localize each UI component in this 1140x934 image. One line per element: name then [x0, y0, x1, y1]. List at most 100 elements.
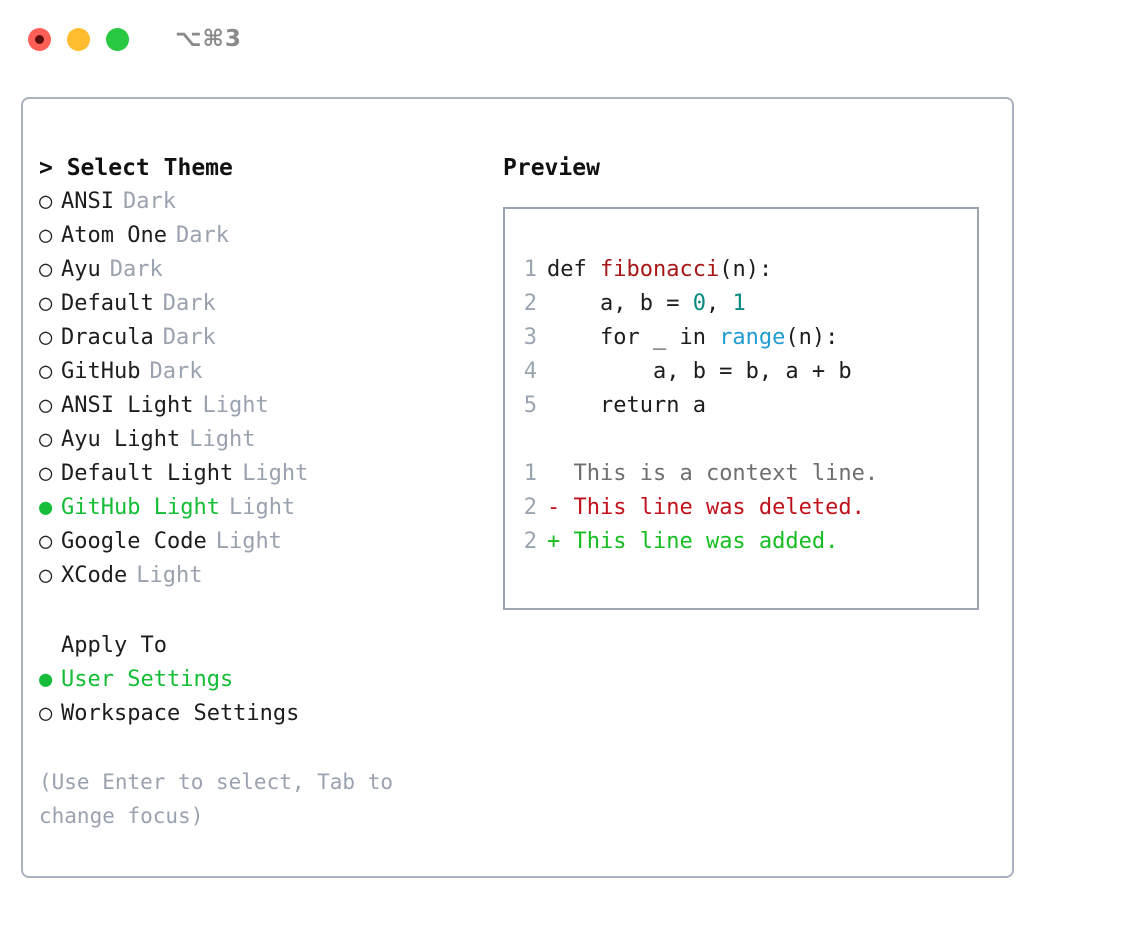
diff-text: This line was deleted. — [560, 495, 865, 520]
radio-unselected-icon[interactable]: ○ — [39, 563, 53, 588]
preview-title: Preview — [503, 155, 600, 181]
diff-text: This line was added. — [560, 529, 839, 554]
theme-name: Atom One — [61, 223, 167, 248]
radio-unselected-icon[interactable]: ○ — [39, 291, 53, 316]
theme-list-item[interactable]: ○ Ayu Light Light — [39, 423, 503, 457]
theme-list-item[interactable]: ○ Ayu Dark — [39, 253, 503, 287]
code-token: 0 — [692, 291, 706, 316]
apply-to-option[interactable]: ●User Settings — [39, 663, 503, 697]
radio-unselected-icon[interactable]: ○ — [39, 529, 53, 554]
line-number: 1 — [523, 257, 537, 282]
code-token: (n): — [785, 325, 839, 350]
theme-category-tag: Light — [228, 495, 296, 520]
radio-unselected-icon[interactable]: ○ — [39, 701, 53, 726]
radio-selected-icon[interactable]: ● — [39, 667, 53, 692]
code-line-content: a, b = 0, 1 — [547, 287, 746, 321]
code-token: range — [719, 325, 786, 350]
code-line-content: return a — [547, 389, 706, 423]
shortcut-label: ⌥⌘3 — [175, 26, 242, 52]
theme-list-item[interactable]: ○ XCode Light — [39, 559, 503, 593]
diff-listing: 1 This is a context line.2- This line wa… — [505, 457, 977, 559]
close-button-icon[interactable] — [28, 27, 51, 51]
title-bar: ⌥⌘3 — [0, 0, 1140, 78]
theme-category-tag: Dark — [109, 257, 163, 282]
code-token: 1 — [732, 291, 746, 316]
line-number: 2 — [523, 529, 537, 554]
radio-unselected-icon[interactable]: ○ — [39, 427, 53, 452]
theme-category-tag: Dark — [149, 359, 203, 384]
line-number: 2 — [523, 291, 537, 316]
code-line: 2 a, b = 0, 1 — [505, 287, 977, 321]
radio-selected-icon[interactable]: ● — [39, 495, 53, 520]
code-line: 3 for _ in range(n): — [505, 321, 977, 355]
theme-name: ANSI — [61, 189, 114, 214]
apply-to-list[interactable]: ●User Settings ○ Workspace Settings — [39, 663, 503, 731]
diff-sign: + — [547, 529, 561, 554]
theme-category-tag: Light — [242, 461, 309, 486]
apply-to-label: Workspace Settings — [61, 701, 300, 726]
theme-category-tag: Light — [215, 529, 282, 554]
code-line: 1 def fibonacci(n): — [505, 253, 977, 287]
theme-list-item[interactable]: ○ Default Light Light — [39, 457, 503, 491]
diff-line: 2 + This line was added. — [505, 525, 977, 559]
theme-name: GitHub Light — [61, 495, 220, 520]
code-line-content: def fibonacci(n): — [547, 253, 772, 287]
line-number: 5 — [523, 393, 537, 418]
diff-line: 1 This is a context line. — [505, 457, 977, 491]
theme-name: Default Light — [61, 461, 234, 486]
code-blank-line — [505, 423, 977, 457]
theme-list-item[interactable]: ● GitHub Light Light — [39, 491, 503, 525]
keyboard-hint: (Use Enter to select, Tab to change focu… — [39, 770, 406, 828]
traffic-light-group — [28, 27, 129, 51]
theme-list-item[interactable]: ○ GitHub Dark — [39, 355, 503, 389]
apply-to-heading: Apply To — [61, 633, 167, 658]
code-token: a, b = — [547, 291, 693, 316]
diff-sign — [547, 457, 560, 491]
code-token: (n): — [719, 257, 773, 282]
theme-category-tag: Dark — [162, 291, 216, 316]
line-number: 2 — [523, 495, 537, 520]
diff-line: 2- This line was deleted. — [505, 491, 977, 525]
radio-unselected-icon[interactable]: ○ — [39, 223, 53, 248]
code-token: a, b = b, a + b — [547, 359, 852, 384]
radio-unselected-icon[interactable]: ○ — [39, 461, 53, 486]
radio-unselected-icon[interactable]: ○ — [39, 257, 53, 282]
radio-unselected-icon[interactable]: ○ — [39, 393, 53, 418]
code-token: fibonacci — [599, 257, 720, 282]
minimize-button-icon[interactable] — [67, 27, 90, 51]
apply-to-option[interactable]: ○ Workspace Settings — [39, 697, 503, 731]
diff-text: This is a context line. — [560, 461, 879, 486]
theme-name: ANSI Light — [61, 393, 194, 418]
radio-unselected-icon[interactable]: ○ — [39, 359, 53, 384]
theme-name: Ayu — [61, 257, 101, 282]
radio-unselected-icon[interactable]: ○ — [39, 189, 53, 214]
theme-name: XCode — [61, 563, 128, 588]
code-token: def — [547, 257, 600, 282]
zoom-button-icon[interactable] — [106, 27, 129, 51]
line-number: 4 — [523, 359, 537, 384]
theme-name: GitHub — [61, 359, 141, 384]
theme-category-tag: Light — [136, 563, 203, 588]
page-title: > Select Theme — [39, 155, 233, 181]
theme-list-item[interactable]: ○ ANSI Dark — [39, 185, 503, 219]
code-token: return a — [547, 393, 706, 418]
theme-category-tag: Light — [189, 427, 256, 452]
radio-unselected-icon[interactable]: ○ — [39, 325, 53, 350]
code-token: , — [705, 291, 733, 316]
theme-category-tag: Dark — [122, 189, 176, 214]
theme-name: Ayu Light — [61, 427, 181, 452]
theme-category-tag: Dark — [162, 325, 216, 350]
section-spacer — [39, 593, 503, 629]
